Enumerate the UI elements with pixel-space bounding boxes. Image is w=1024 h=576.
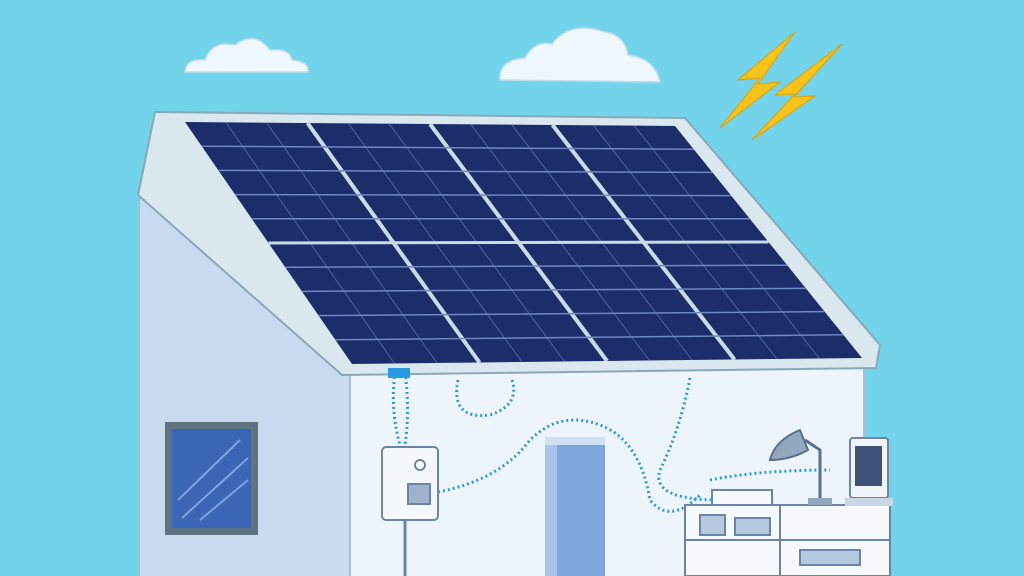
door-column — [545, 437, 605, 576]
cell-line — [235, 193, 732, 197]
lamp-icon — [768, 428, 832, 505]
desk — [684, 489, 891, 576]
cloud-icon — [499, 27, 661, 83]
wire-clip — [388, 368, 410, 378]
cell-line — [335, 334, 844, 341]
lightning-icon — [719, 31, 843, 141]
window — [165, 422, 258, 535]
cell-line — [318, 310, 825, 317]
cell-line — [218, 169, 713, 174]
cell-line — [285, 264, 788, 268]
inverter-icon — [381, 446, 439, 576]
cell-line — [201, 145, 694, 150]
monitor-icon — [845, 437, 893, 506]
cloud-icon — [184, 37, 309, 73]
solar-panel-icon — [136, 110, 882, 377]
cell-line — [301, 287, 806, 293]
wire — [391, 371, 831, 513]
panel-divider — [268, 240, 769, 245]
